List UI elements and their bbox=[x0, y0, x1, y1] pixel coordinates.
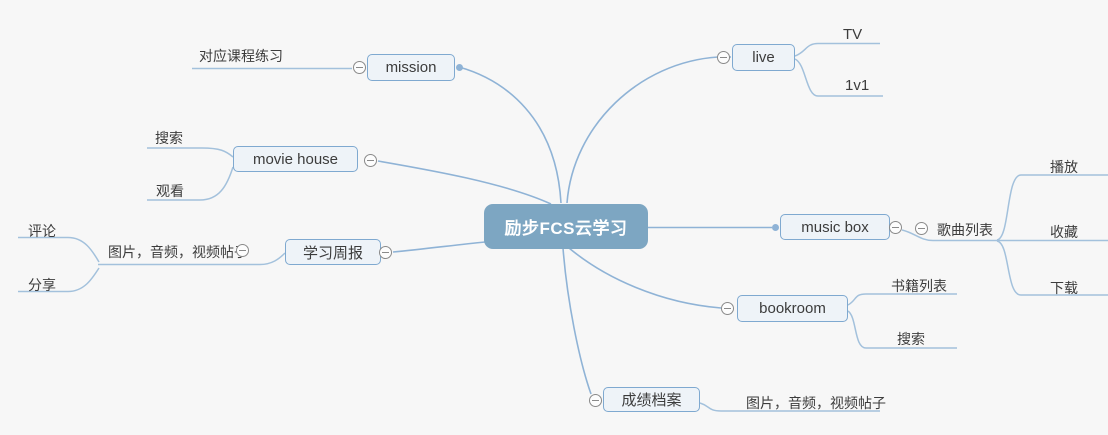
line-songlist-play bbox=[996, 174, 1108, 241]
node-score-archive[interactable]: 成绩档案 bbox=[603, 387, 700, 412]
node-play[interactable]: 播放 bbox=[1050, 159, 1078, 175]
line-moviehouse-watch bbox=[147, 166, 234, 201]
collapse-icon-weekly-report[interactable] bbox=[379, 246, 392, 259]
line-bookroom-search bbox=[847, 310, 957, 349]
line-live-tv bbox=[794, 42, 880, 57]
node-movie-watch[interactable]: 观看 bbox=[156, 183, 184, 199]
node-book-list[interactable]: 书籍列表 bbox=[891, 278, 947, 294]
node-live[interactable]: live bbox=[732, 44, 795, 71]
line-moviehouse-search bbox=[147, 147, 234, 158]
line-score-posts bbox=[699, 402, 880, 412]
edge-root-score bbox=[562, 247, 592, 395]
collapse-icon-weekly-posts[interactable] bbox=[236, 244, 249, 257]
line-live-1v1 bbox=[794, 58, 883, 97]
node-movie-house[interactable]: movie house bbox=[233, 146, 358, 172]
line-songlist-download bbox=[996, 240, 1108, 296]
collapse-icon-music-box[interactable] bbox=[889, 221, 902, 234]
collapse-icon-song-list[interactable] bbox=[915, 222, 928, 235]
node-weekly-posts[interactable]: 图片，音频，视频帖子 bbox=[108, 244, 248, 260]
node-book-search[interactable]: 搜索 bbox=[897, 331, 925, 347]
line-weekly-posts bbox=[98, 252, 286, 266]
line-share bbox=[18, 267, 100, 293]
collapse-icon-movie-house[interactable] bbox=[364, 154, 377, 167]
node-score-posts[interactable]: 图片，音频，视频帖子 bbox=[746, 395, 886, 411]
connector-dot-music-box bbox=[772, 224, 779, 231]
node-comment[interactable]: 评论 bbox=[28, 223, 56, 239]
node-song-list[interactable]: 歌曲列表 bbox=[937, 222, 993, 238]
edge-root-weekly bbox=[392, 241, 486, 253]
edge-root-live bbox=[566, 56, 731, 204]
node-mission[interactable]: mission bbox=[367, 54, 455, 81]
collapse-icon-score-archive[interactable] bbox=[589, 394, 602, 407]
node-tv[interactable]: TV bbox=[843, 26, 863, 43]
node-music-box[interactable]: music box bbox=[780, 214, 890, 240]
collapse-icon-mission[interactable] bbox=[353, 61, 366, 74]
line-comment bbox=[18, 236, 100, 263]
line-bookroom-booklist bbox=[847, 293, 957, 306]
node-movie-search[interactable]: 搜索 bbox=[155, 130, 183, 146]
node-share[interactable]: 分享 bbox=[28, 277, 56, 293]
collapse-icon-live[interactable] bbox=[717, 51, 730, 64]
collapse-icon-bookroom[interactable] bbox=[721, 302, 734, 315]
root-node[interactable]: 励步FCS云学习 bbox=[484, 204, 648, 249]
edge-root-bookroom bbox=[568, 247, 722, 309]
connector-dot-mission bbox=[456, 64, 463, 71]
line-musicbox-songlist bbox=[901, 229, 997, 242]
node-1v1[interactable]: 1v1 bbox=[845, 77, 870, 94]
node-bookroom[interactable]: bookroom bbox=[737, 295, 848, 322]
node-download[interactable]: 下载 bbox=[1050, 280, 1078, 296]
edge-root-moviehouse bbox=[377, 160, 552, 205]
node-weekly-report[interactable]: 学习周报 bbox=[285, 239, 381, 265]
edge-root-mission bbox=[458, 66, 562, 204]
node-favorite[interactable]: 收藏 bbox=[1050, 224, 1078, 240]
node-course-practice[interactable]: 对应课程练习 bbox=[199, 48, 283, 64]
